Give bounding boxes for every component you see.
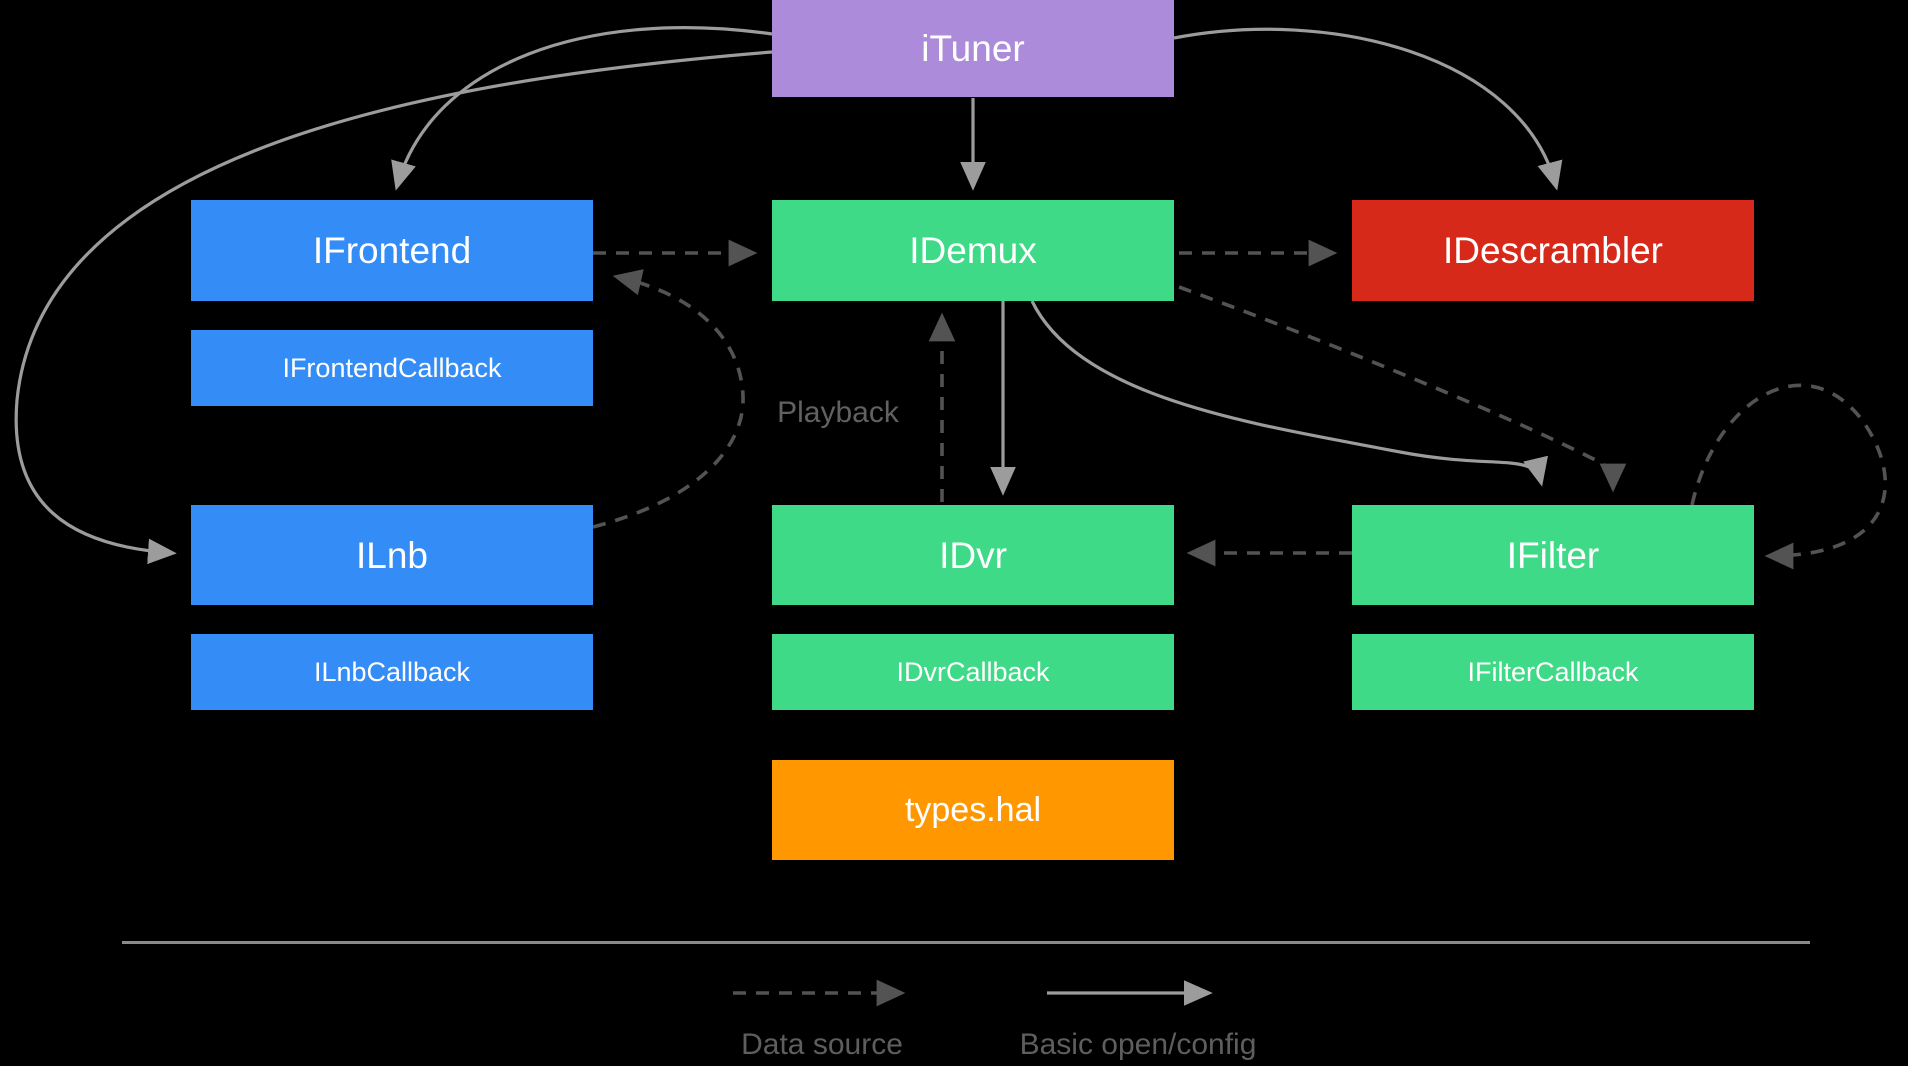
arrow-idemux-to-ifilter-data [1178, 285, 1627, 493]
box-idvr: IDvr [772, 505, 1174, 605]
arrow-ifilter-self-loop [1690, 383, 1888, 570]
box-ituner: iTuner [772, 0, 1174, 97]
legend-data-source-label: Data source [741, 1028, 903, 1061]
box-ifilter-callback: IFilterCallback [1352, 634, 1754, 710]
arrow-idemux-to-ifilter [1030, 300, 1548, 487]
arrow-ituner-to-ilnb [14, 50, 773, 565]
box-types-hal: types.hal [772, 760, 1174, 860]
box-ilnb-callback: ILnbCallback [191, 634, 593, 710]
arrow-ituner-to-idescrambler [1173, 27, 1563, 191]
box-idvr-callback: IDvrCallback [772, 634, 1174, 710]
legend-divider [122, 941, 1810, 944]
box-ifrontend: IFrontend [191, 200, 593, 301]
box-idescrambler: IDescrambler [1352, 200, 1754, 301]
playback-label: Playback [777, 396, 899, 429]
arrow-ilnb-to-ifrontend [592, 269, 745, 529]
box-idemux: IDemux [772, 200, 1174, 301]
box-ilnb: ILnb [191, 505, 593, 605]
legend-basic-open-config-label: Basic open/config [1019, 1028, 1257, 1061]
box-ifrontend-callback: IFrontendCallback [191, 330, 593, 406]
arrow-ituner-to-ifrontend [391, 26, 773, 191]
box-ifilter: IFilter [1352, 505, 1754, 605]
